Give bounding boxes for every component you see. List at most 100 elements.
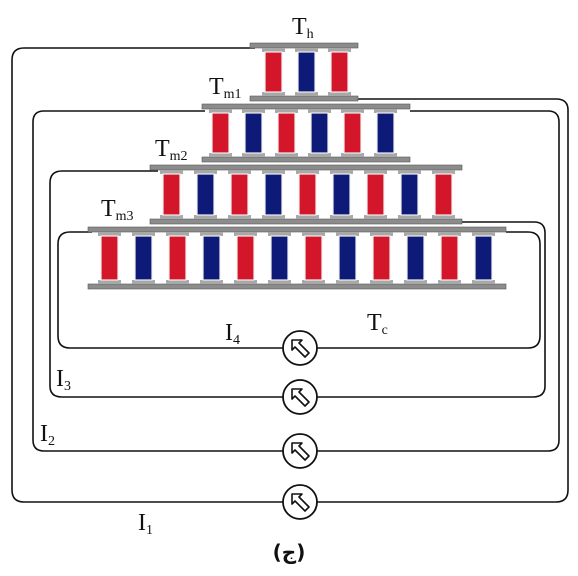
label-i1: I1 <box>138 510 153 538</box>
n-type-leg <box>297 51 316 93</box>
leg-bottom-pad <box>234 280 257 284</box>
leg-bottom-pad <box>98 280 121 284</box>
arrow-icon <box>291 493 310 512</box>
arrow-icon <box>291 339 310 358</box>
p-type-leg <box>277 112 296 154</box>
leg-bottom-pad <box>242 153 265 157</box>
p-type-leg <box>372 235 391 281</box>
current-source-i1 <box>282 484 318 520</box>
p-type-leg <box>440 235 459 281</box>
leg-bottom-pad <box>404 280 427 284</box>
stage-top-plate <box>149 164 463 171</box>
stage-bottom-plate <box>201 156 411 163</box>
leg-top-pad <box>262 48 285 52</box>
n-type-leg <box>270 235 289 281</box>
leg-bottom-pad <box>432 215 455 219</box>
leg-top-pad <box>268 232 291 236</box>
stage-top-plate <box>87 226 507 233</box>
leg-top-pad <box>341 109 364 113</box>
label-i4: I4 <box>225 320 240 348</box>
p-type-leg <box>366 173 385 216</box>
n-type-leg <box>376 112 395 154</box>
label-tm1: Tm1 <box>209 74 242 102</box>
n-type-leg <box>244 112 263 154</box>
leg-bottom-pad <box>336 280 359 284</box>
leg-bottom-pad <box>228 215 251 219</box>
leg-bottom-pad <box>209 153 232 157</box>
p-type-leg <box>298 173 317 216</box>
arrow-icon <box>291 388 310 407</box>
leg-top-pad <box>370 232 393 236</box>
leg-bottom-pad <box>438 280 461 284</box>
label-i3: I3 <box>56 366 71 394</box>
leg-top-pad <box>472 232 495 236</box>
label-tc: Tc <box>367 310 388 338</box>
n-type-leg <box>338 235 357 281</box>
leg-top-pad <box>364 170 387 174</box>
stage-tm1 <box>201 103 411 163</box>
leg-bottom-pad <box>262 215 285 219</box>
leg-top-pad <box>296 170 319 174</box>
leg-top-pad <box>228 170 251 174</box>
p-type-leg <box>168 235 187 281</box>
label-th: Th <box>292 14 314 42</box>
leg-top-pad <box>166 232 189 236</box>
leg-top-pad <box>330 170 353 174</box>
leg-bottom-pad <box>262 92 285 96</box>
figure-caption: (ج) <box>272 540 306 564</box>
leg-bottom-pad <box>308 153 331 157</box>
stage-tm2 <box>149 164 463 225</box>
leg-top-pad <box>160 170 183 174</box>
leg-top-pad <box>234 232 257 236</box>
stage-th <box>249 42 359 102</box>
leg-top-pad <box>374 109 397 113</box>
leg-top-pad <box>200 232 223 236</box>
current-source-i4 <box>282 330 318 366</box>
leg-bottom-pad <box>296 215 319 219</box>
p-type-leg <box>211 112 230 154</box>
stage-bottom-plate <box>87 283 507 290</box>
leg-bottom-pad <box>200 280 223 284</box>
p-type-leg <box>162 173 181 216</box>
leg-bottom-pad <box>472 280 495 284</box>
leg-bottom-pad <box>132 280 155 284</box>
stage-bottom-plate <box>149 218 463 225</box>
thermoelectric-stages <box>87 42 507 290</box>
stage-tm3 <box>87 226 507 290</box>
leg-top-pad <box>398 170 421 174</box>
leg-bottom-pad <box>364 215 387 219</box>
p-type-leg <box>304 235 323 281</box>
p-type-leg <box>236 235 255 281</box>
leg-bottom-pad <box>194 215 217 219</box>
leg-top-pad <box>262 170 285 174</box>
leg-bottom-pad <box>295 92 318 96</box>
leg-top-pad <box>432 170 455 174</box>
label-tm3: Tm3 <box>101 196 134 224</box>
leg-bottom-pad <box>268 280 291 284</box>
n-type-leg <box>406 235 425 281</box>
leg-bottom-pad <box>302 280 325 284</box>
n-type-leg <box>264 173 283 216</box>
leg-bottom-pad <box>374 153 397 157</box>
leg-top-pad <box>132 232 155 236</box>
n-type-leg <box>202 235 221 281</box>
current-source-i3 <box>282 379 318 415</box>
leg-top-pad <box>404 232 427 236</box>
n-type-leg <box>400 173 419 216</box>
leg-top-pad <box>336 232 359 236</box>
p-type-leg <box>230 173 249 216</box>
n-type-leg <box>196 173 215 216</box>
leg-bottom-pad <box>370 280 393 284</box>
leg-top-pad <box>275 109 298 113</box>
leg-top-pad <box>328 48 351 52</box>
leg-top-pad <box>308 109 331 113</box>
stage-bottom-plate <box>249 95 359 102</box>
current-sources <box>282 330 318 520</box>
n-type-leg <box>310 112 329 154</box>
leg-bottom-pad <box>330 215 353 219</box>
p-type-leg <box>434 173 453 216</box>
n-type-leg <box>332 173 351 216</box>
label-tm2: Tm2 <box>155 136 188 164</box>
stage-top-plate <box>201 103 411 110</box>
